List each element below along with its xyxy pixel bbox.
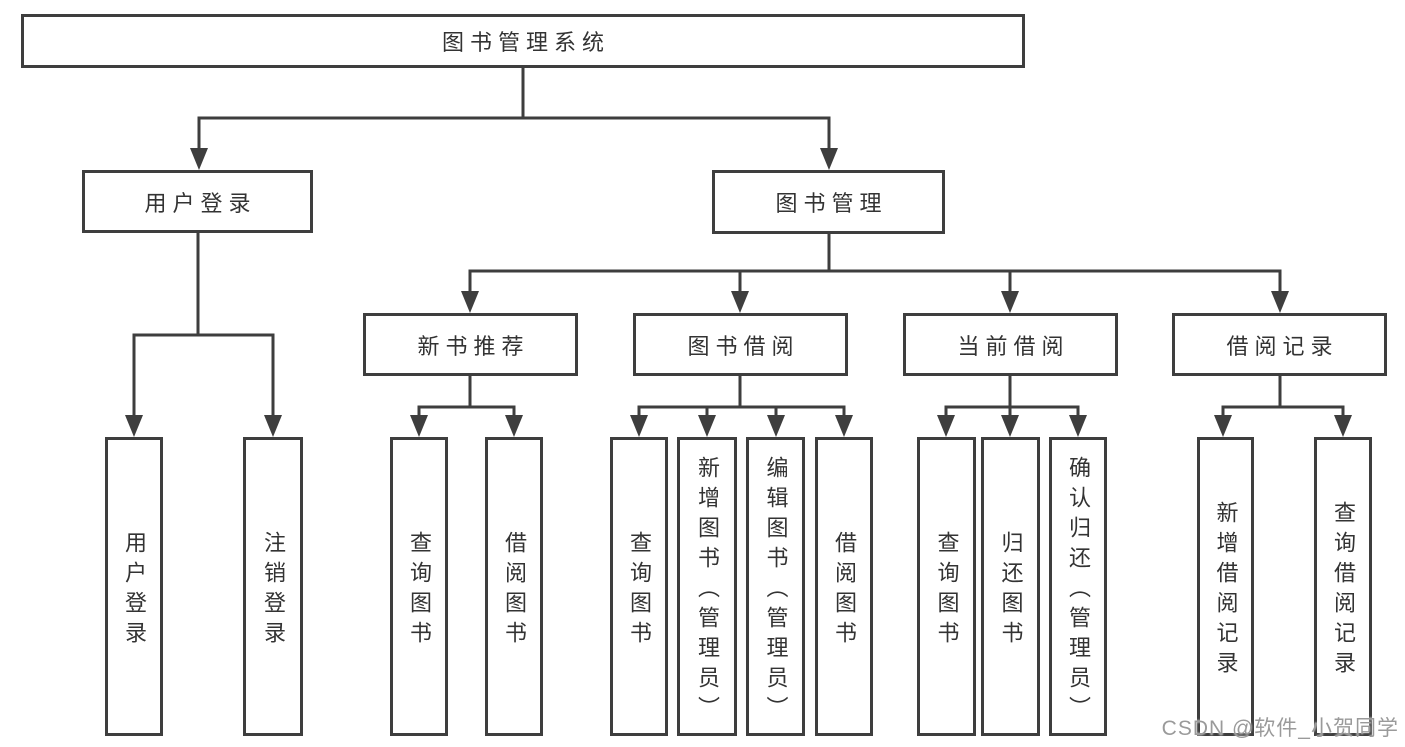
leaf-borrow-edit-books-admin: 编辑图书（管理员） bbox=[746, 437, 805, 736]
node-book-borrow: 图书借阅 bbox=[633, 313, 848, 376]
node-user-login: 用户登录 bbox=[82, 170, 313, 233]
node-label: 借阅图书 bbox=[832, 530, 857, 651]
leaf-records-add-record: 新增借阅记录 bbox=[1197, 437, 1254, 736]
node-borrow-records: 借阅记录 bbox=[1172, 313, 1387, 376]
node-label: 图书管理系统 bbox=[441, 30, 610, 55]
node-book-management: 图书管理 bbox=[712, 170, 945, 234]
node-new-book-recommend: 新书推荐 bbox=[363, 313, 578, 376]
leaf-current-return-books: 归还图书 bbox=[981, 437, 1040, 736]
node-label: 查询图书 bbox=[627, 530, 652, 651]
node-label: 编辑图书（管理员） bbox=[763, 455, 789, 726]
node-label: 用户登录 bbox=[144, 190, 257, 216]
leaf-current-query-books: 查询图书 bbox=[917, 437, 976, 736]
node-label: 借阅图书 bbox=[502, 530, 527, 651]
node-label: 注销登录 bbox=[261, 530, 286, 651]
node-label: 查询图书 bbox=[407, 530, 432, 651]
node-current-borrow: 当前借阅 bbox=[903, 313, 1118, 376]
leaf-borrow-add-books-admin: 新增图书（管理员） bbox=[677, 437, 737, 736]
node-label: 图书借阅 bbox=[687, 333, 800, 359]
leaf-newbook-borrow-books: 借阅图书 bbox=[485, 437, 543, 736]
node-label: 借阅记录 bbox=[1226, 333, 1339, 359]
leaf-newbook-query-books: 查询图书 bbox=[390, 437, 448, 736]
node-label: 查询借阅记录 bbox=[1331, 500, 1356, 681]
node-label: 图书管理 bbox=[775, 191, 888, 216]
leaf-records-query-record: 查询借阅记录 bbox=[1314, 437, 1372, 736]
leaf-logout: 注销登录 bbox=[243, 437, 303, 736]
node-label: 新书推荐 bbox=[417, 333, 530, 359]
leaf-borrow-query-books: 查询图书 bbox=[610, 437, 668, 736]
node-label: 当前借阅 bbox=[957, 333, 1070, 359]
node-label: 确认归还（管理员） bbox=[1066, 455, 1091, 726]
node-label: 新增借阅记录 bbox=[1213, 500, 1239, 681]
csdn-watermark: CSDN @软件_小贺同学 bbox=[1161, 717, 1399, 740]
node-label: 归还图书 bbox=[998, 530, 1024, 651]
leaf-current-confirm-return-admin: 确认归还（管理员） bbox=[1049, 437, 1107, 736]
node-library-system: 图书管理系统 bbox=[21, 14, 1025, 68]
node-label: 查询图书 bbox=[934, 530, 960, 651]
leaf-borrow-borrow-books: 借阅图书 bbox=[815, 437, 873, 736]
node-label: 用户登录 bbox=[122, 530, 147, 651]
leaf-user-login: 用户登录 bbox=[105, 437, 163, 736]
node-label: 新增图书（管理员） bbox=[695, 455, 720, 726]
